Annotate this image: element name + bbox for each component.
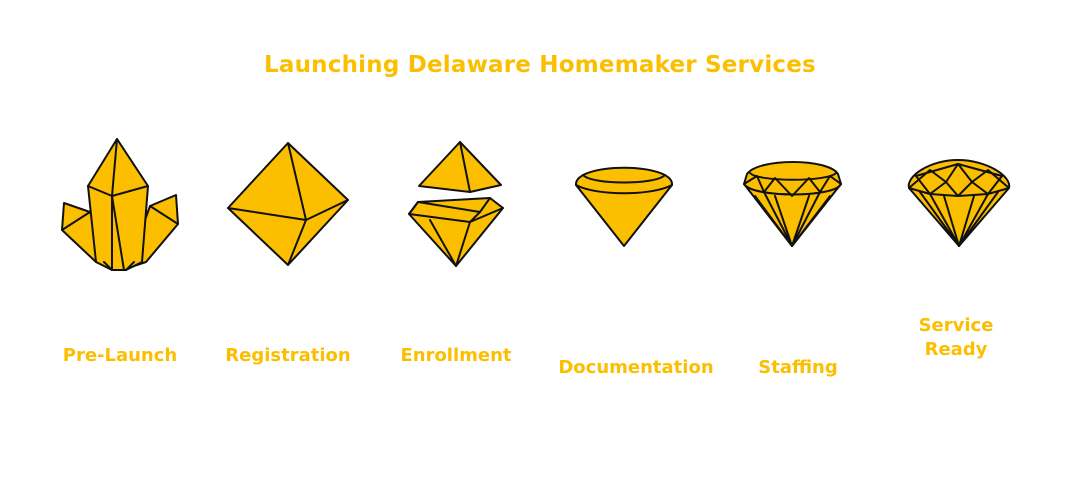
stage-label-enrollment: Enrollment [400,345,512,366]
faceted-gem-icon [743,161,842,247]
stage-label-registration: Registration [225,345,351,366]
octahedron-gem-icon [227,142,349,266]
brilliant-cut-diamond-icon [907,159,1011,247]
stage-label-staffing: Staffing [758,357,838,378]
stage-label-documentation: Documentation [558,357,714,378]
diagram-title: Launching Delaware Homemaker Services [264,52,816,78]
crystal-cluster-icon [61,138,179,271]
simple-cut-gem-icon [574,166,674,247]
stage-label-pre-launch: Pre-Launch [62,345,178,366]
split-gem-icon [408,141,504,267]
stage-label-service-ready: Service Ready [918,315,994,360]
